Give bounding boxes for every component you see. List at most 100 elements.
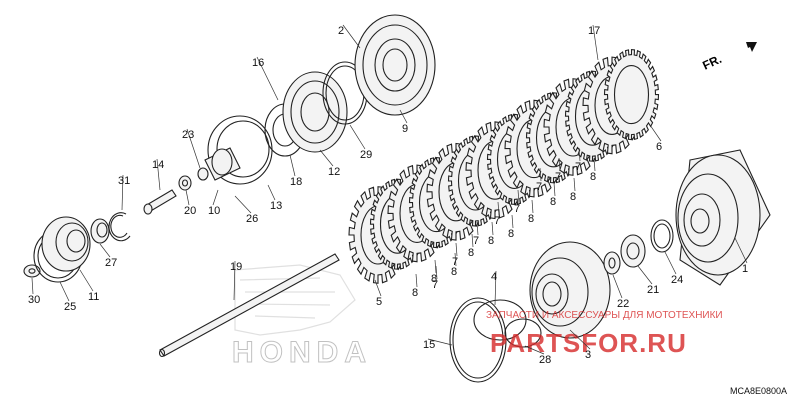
callout-28: 28: [539, 354, 551, 366]
callout-24: 24: [671, 274, 683, 286]
callout-leader-line: [212, 189, 219, 206]
callout-7: 7: [473, 235, 479, 247]
callout-leader-line: [59, 281, 70, 302]
callout-8: 8: [508, 228, 514, 240]
watermark-site: PARTSFOR.RU: [490, 328, 687, 358]
callout-18: 18: [290, 176, 302, 188]
callout-7: 7: [494, 215, 500, 227]
callout-20: 20: [184, 205, 196, 217]
callout-26: 26: [246, 213, 258, 225]
callout-6: 6: [656, 141, 662, 153]
callout-leader-line: [558, 157, 561, 172]
part-4-ring: [473, 299, 527, 341]
callout-7: 7: [536, 181, 542, 193]
callout-leader-line: [471, 233, 474, 248]
callout-leader-line: [289, 154, 296, 177]
callout-leader-line: [434, 259, 437, 274]
callout-leader-line: [156, 158, 161, 191]
callout-23: 23: [182, 129, 194, 141]
callout-leader-line: [267, 184, 276, 201]
callout-8: 8: [451, 266, 457, 278]
part-31-snap-ring: [108, 212, 131, 242]
callout-leader-line: [427, 338, 453, 346]
part-28-ring: [504, 318, 542, 348]
clutch-plate: [603, 48, 660, 141]
callout-leader-line: [664, 251, 677, 275]
callout-leader-line: [99, 243, 111, 258]
callout-leader-line: [649, 124, 662, 142]
callout-leader-line: [517, 189, 520, 204]
part-14-pin: [143, 189, 177, 215]
callout-leader-line: [491, 221, 494, 236]
callout-leader-line: [569, 329, 591, 350]
callout-leader-line: [256, 56, 279, 101]
part-19-shaft: [158, 253, 340, 358]
callout-leader-line: [494, 270, 497, 306]
part-9-cover: [354, 14, 436, 116]
callout-14: 14: [152, 159, 164, 171]
callout-leader-line: [374, 279, 382, 297]
callout-leader-line: [435, 265, 438, 280]
callout-8: 8: [590, 171, 596, 183]
part-1-basket: [675, 149, 771, 286]
part-12-piston: [282, 71, 348, 153]
callout-21: 21: [647, 284, 659, 296]
callout-leader-line: [454, 252, 457, 267]
callout-leader-line: [476, 221, 479, 236]
watermark-brand: HONDA: [232, 336, 372, 369]
callout-7: 7: [432, 279, 438, 291]
callout-11: 11: [88, 291, 99, 303]
diagram-code: MCA8E0800A: [730, 386, 787, 396]
callout-8: 8: [431, 273, 437, 285]
callout-7: 7: [452, 256, 458, 268]
part-27-bearing: [90, 218, 110, 244]
callout-15: 15: [423, 339, 435, 351]
part-3-hub: [529, 241, 611, 339]
callout-leader-line: [342, 24, 361, 49]
callout-8: 8: [412, 287, 418, 299]
callout-16: 16: [252, 57, 264, 69]
callout-leader-line: [185, 189, 190, 206]
callout-8: 8: [488, 235, 494, 247]
callout-leader-line: [349, 124, 366, 150]
callout-leader-line: [553, 182, 556, 197]
callout-leader-line: [524, 345, 545, 355]
callout-leader-line: [319, 149, 334, 167]
callout-8: 8: [468, 247, 474, 259]
callout-leader-line: [399, 109, 408, 124]
callout-9: 9: [402, 123, 408, 135]
callout-leader-line: [415, 273, 418, 288]
callout-13: 13: [270, 200, 282, 212]
callout-8: 8: [528, 213, 534, 225]
clutch-plate-stack: [348, 48, 660, 284]
direction-arrow-icon: [732, 42, 757, 56]
callout-leader-line: [578, 147, 581, 162]
callout-8: 8: [550, 196, 556, 208]
part-22-washer: [603, 251, 621, 275]
callout-22: 22: [617, 298, 629, 310]
callout-leader-line: [79, 269, 94, 292]
callout-leader-line: [233, 260, 236, 301]
callout-leader-line: [455, 242, 458, 257]
callout-leader-line: [121, 174, 124, 211]
callout-19: 19: [230, 261, 242, 273]
callout-leader-line: [234, 195, 252, 214]
callout-leader-line: [497, 201, 500, 216]
callout-4: 4: [491, 271, 497, 283]
callout-12: 12: [328, 166, 340, 178]
callout-27: 27: [105, 257, 117, 269]
callout-leader-line: [31, 277, 34, 295]
callout-31: 31: [118, 175, 130, 187]
callout-8: 8: [570, 191, 576, 203]
callout-25: 25: [64, 301, 76, 313]
part-30-nut: [23, 264, 41, 278]
callout-7: 7: [575, 161, 581, 173]
callout-30: 30: [28, 294, 40, 306]
part-23-washer: [197, 167, 209, 181]
part-21-nut: [620, 234, 646, 268]
direction-indicator: FR.: [700, 42, 757, 73]
callout-leader-line: [593, 157, 596, 172]
part-24-ring: [650, 219, 674, 253]
callout-29: 29: [360, 149, 372, 161]
